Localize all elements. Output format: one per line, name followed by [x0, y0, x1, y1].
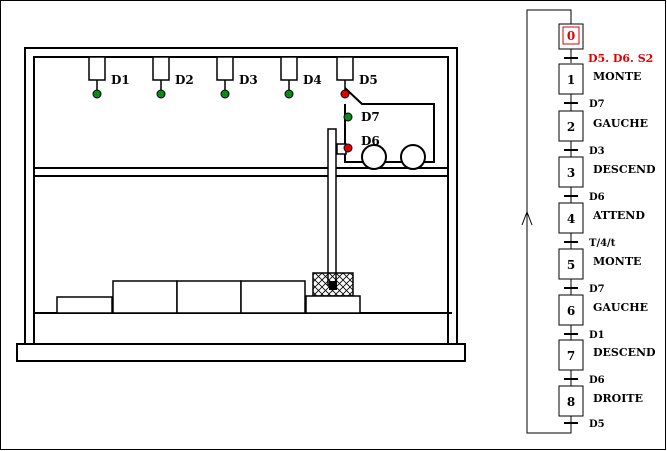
sensor-row: D1 D2 D3 D4 D5: [88, 56, 378, 99]
step-number: 3: [567, 166, 575, 180]
sensor-indicator: [92, 89, 102, 99]
step-box: [558, 202, 584, 234]
transition-label: D5: [589, 419, 605, 430]
vertical-arm: [327, 128, 337, 286]
sensor-indicator: [284, 89, 294, 99]
machine: D1 D2 D3 D4 D5 D7 D6: [16, 47, 466, 362]
initial-step-number: 0: [567, 29, 575, 43]
transition-initial-label: D5. D6. S2: [588, 52, 653, 65]
step-box: [558, 385, 584, 417]
sensor-label: D4: [303, 73, 322, 87]
sensor-d1: D1: [88, 56, 130, 99]
sensor-d6-label: D6: [361, 134, 380, 148]
step-3: 3 DESCEND D6: [558, 156, 656, 203]
gripper: [329, 281, 337, 290]
step-number: 2: [567, 120, 575, 134]
step-number: 8: [567, 395, 575, 409]
transition-label: D3: [589, 146, 605, 157]
step-box: [558, 63, 584, 95]
sensor-indicator: [340, 89, 350, 99]
step-action: ATTEND: [592, 209, 645, 222]
sensor-indicator: [156, 89, 166, 99]
transition-label: D7: [589, 99, 605, 110]
crate-2: [176, 280, 242, 314]
transition-label: T/4/t: [589, 238, 616, 249]
step-6: 6 GAUCHE D1: [558, 294, 648, 341]
sensor-d7-indicator: [343, 112, 353, 122]
step-action: DESCEND: [593, 163, 656, 176]
transition-label: D1: [589, 330, 605, 341]
lift-platform: [305, 295, 361, 314]
step-box: [558, 294, 584, 326]
sensor-housing: [336, 56, 354, 81]
step-action: MONTE: [593, 255, 641, 268]
sensor-housing: [280, 56, 298, 81]
carriage-wheel-right: [400, 144, 426, 170]
sensor-d5: D5: [336, 56, 378, 99]
sensor-label: D2: [175, 73, 194, 87]
step-box: [558, 248, 584, 280]
carriage: D7 D6: [336, 87, 435, 170]
step-action: MONTE: [593, 70, 641, 83]
return-arrow-icon: [521, 210, 533, 226]
sensor-d6-indicator: [343, 143, 353, 153]
step-2: 2 GAUCHE D3: [558, 110, 648, 157]
step-action: GAUCHE: [593, 117, 648, 130]
sensor-housing: [216, 56, 234, 81]
machine-base: [16, 343, 466, 362]
sensor-d4: D4: [280, 56, 322, 99]
step-5: 5 MONTE D7: [558, 248, 641, 295]
sensor-d2: D2: [152, 56, 194, 99]
initial-step-inner: [562, 26, 580, 45]
step-8: 8 DROITE D5: [558, 385, 643, 430]
carriage-wheel-left: [361, 144, 387, 170]
step-number: 6: [567, 304, 575, 318]
step-7: 7 DESCEND D6: [558, 339, 656, 386]
sensor-indicator: [220, 89, 230, 99]
crate-1: [112, 280, 178, 314]
crate-small: [56, 296, 113, 314]
transition-label: D6: [589, 375, 605, 386]
step-box: [558, 156, 584, 188]
sensor-housing: [88, 56, 106, 81]
step-1: 1 MONTE D7: [558, 63, 641, 111]
step-action: DROITE: [593, 392, 643, 405]
step-action: GAUCHE: [593, 301, 648, 314]
grafcet-return-loop: [526, 9, 572, 434]
step-number: 5: [567, 258, 575, 272]
transition-label: D7: [589, 284, 605, 295]
step-box: [558, 339, 584, 371]
sensor-label: D5: [359, 73, 378, 87]
step-box: [558, 110, 584, 142]
step-number: 4: [567, 212, 575, 226]
sensor-housing: [152, 56, 170, 81]
step-number: 7: [567, 349, 575, 363]
step-4: 4 ATTEND T/4/t: [558, 202, 645, 249]
sensor-d3: D3: [216, 56, 258, 99]
sensor-label: D1: [111, 73, 130, 87]
step-number: 1: [567, 73, 575, 87]
crate-3: [240, 280, 306, 314]
transition-label: D6: [589, 192, 605, 203]
step-action: DESCEND: [593, 346, 656, 359]
sensor-label: D3: [239, 73, 258, 87]
sensor-d7-label: D7: [361, 110, 380, 124]
